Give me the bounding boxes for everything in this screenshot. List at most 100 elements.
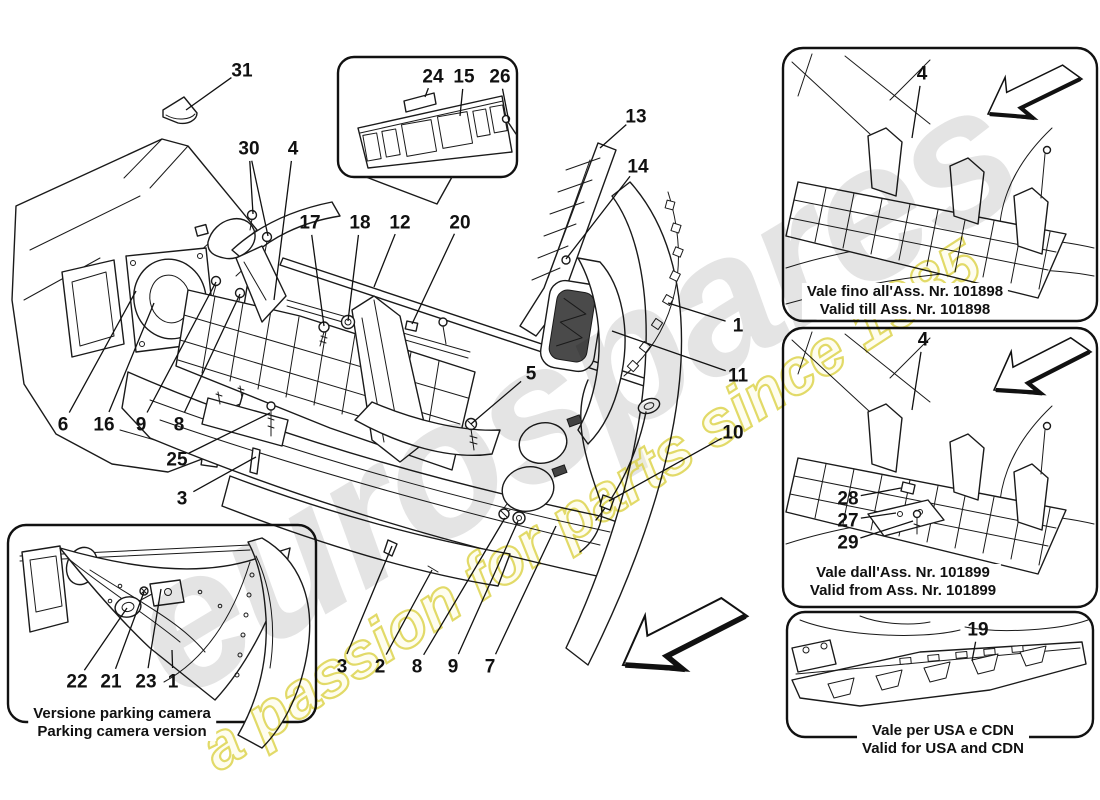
callout-27: 27 [837,511,858,532]
leader-line-24 [424,87,429,98]
callout-29: 29 [837,533,858,554]
caption-valid-till-line2: Valid till Ass. Nr. 101898 [819,301,991,318]
leader-line-4 [273,160,293,301]
leader-line-8 [183,293,241,413]
leader-line-19 [971,641,977,662]
caption-valid-from-line1: Vale dall'Ass. Nr. 101899 [816,564,990,581]
direction-arrow-icon [621,596,750,673]
leader-line-12 [373,233,396,288]
callout-18: 18 [349,213,370,234]
callout-22: 22 [66,672,87,693]
caption-valid-from-line2: Valid from Ass. Nr. 101899 [809,582,997,599]
callout-9: 9 [136,415,147,436]
part-mount-plate [201,385,526,525]
callout-20: 20 [449,213,470,234]
leader-line-23 [147,588,162,669]
callout-13: 13 [625,107,646,128]
callout-5: 5 [526,364,537,385]
callout-30: 30 [238,139,259,160]
callout-3: 3 [177,489,188,510]
caption-valid-till-line1: Vale fino all'Ass. Nr. 101898 [806,283,1004,300]
leader-line-29 [860,520,914,539]
callout-7: 7 [485,657,496,678]
part-bumper-skin-side [501,181,684,666]
leader-line-18 [347,234,360,322]
caption-valid-till: Vale fino all'Ass. Nr. 101898 Valid till… [801,283,1009,319]
leader-line-11 [611,330,726,372]
leader-line-9 [457,520,519,655]
callout-25: 25 [166,450,188,471]
callout-15: 15 [453,67,475,88]
part-absorber-bracket [519,142,617,337]
inset-valid-till [781,46,1099,323]
leader-line-2 [385,569,433,655]
leader-line-8 [423,517,506,656]
part-cone [162,96,198,125]
leader-line-20 [411,233,456,325]
caption-parking-line1: Versione parking camera [33,705,211,722]
caption-usa-cdn-line1: Vale per USA e CDN [872,722,1014,739]
callout-24: 24 [422,67,444,88]
leader-line-3 [346,545,393,655]
callout-14: 14 [627,157,649,178]
callout-2: 2 [375,657,386,678]
callout-6: 6 [58,415,69,436]
leader-line-5 [470,380,522,425]
callout-21: 21 [100,672,122,693]
leader-line-14 [565,175,631,260]
leader-line-15 [459,88,464,117]
inset-valid-from [781,326,1099,609]
leader-line-4 [911,351,922,411]
callout-3: 3 [337,657,348,678]
caption-parking-camera: Versione parking camera Parking camera v… [28,705,216,741]
caption-usa-cdn: Vale per USA e CDN Valid for USA and CDN [857,722,1029,758]
callout-17: 17 [299,213,320,234]
leader-line-6 [68,290,137,413]
callout-23: 23 [135,672,156,693]
callout-19: 19 [967,620,988,641]
caption-parking-line2: Parking camera version [37,723,207,740]
callout-12: 12 [389,213,410,234]
callout-16: 16 [93,415,114,436]
inset-number-plate-panel [336,55,519,205]
callout-31: 31 [231,61,253,82]
leader-line-1 [171,649,174,669]
leader-line-28 [860,487,902,497]
inset-usa-cdn [785,610,1095,739]
leader-line-17 [311,234,325,327]
callout-26: 26 [489,67,510,88]
leader-line-31 [185,77,232,111]
callout-8: 8 [412,657,423,678]
part-fixings [318,314,448,347]
leader-line-30 [251,160,269,237]
leader-line-1 [667,302,726,322]
leader-line-22 [83,607,128,671]
main-diagram [11,96,750,673]
callout-4: 4 [917,64,928,85]
leader-line-13 [599,124,627,149]
leader-line-26 [501,88,510,123]
leader-line-7 [494,525,557,655]
callout-28: 28 [837,489,858,510]
callout-11: 11 [728,366,749,387]
leader-line-25 [188,412,271,454]
leader-line-3 [193,456,257,493]
leader-line-16 [108,302,155,413]
leader-line-10 [608,437,722,502]
inset-parking-camera [6,523,318,749]
callout-4: 4 [288,139,299,160]
leader-line-30 [249,160,254,215]
callout-9: 9 [448,657,459,678]
leader-line-9 [146,281,217,413]
leader-line-21 [114,591,145,670]
callout-10: 10 [722,423,743,444]
leader-line-4 [911,85,921,139]
callout-8: 8 [174,415,185,436]
direction-arrow-icon [986,64,1084,121]
caption-valid-from: Vale dall'Ass. Nr. 101899 Valid from Ass… [804,564,1002,600]
callout-4: 4 [918,330,929,351]
direction-arrow-icon [992,336,1093,396]
